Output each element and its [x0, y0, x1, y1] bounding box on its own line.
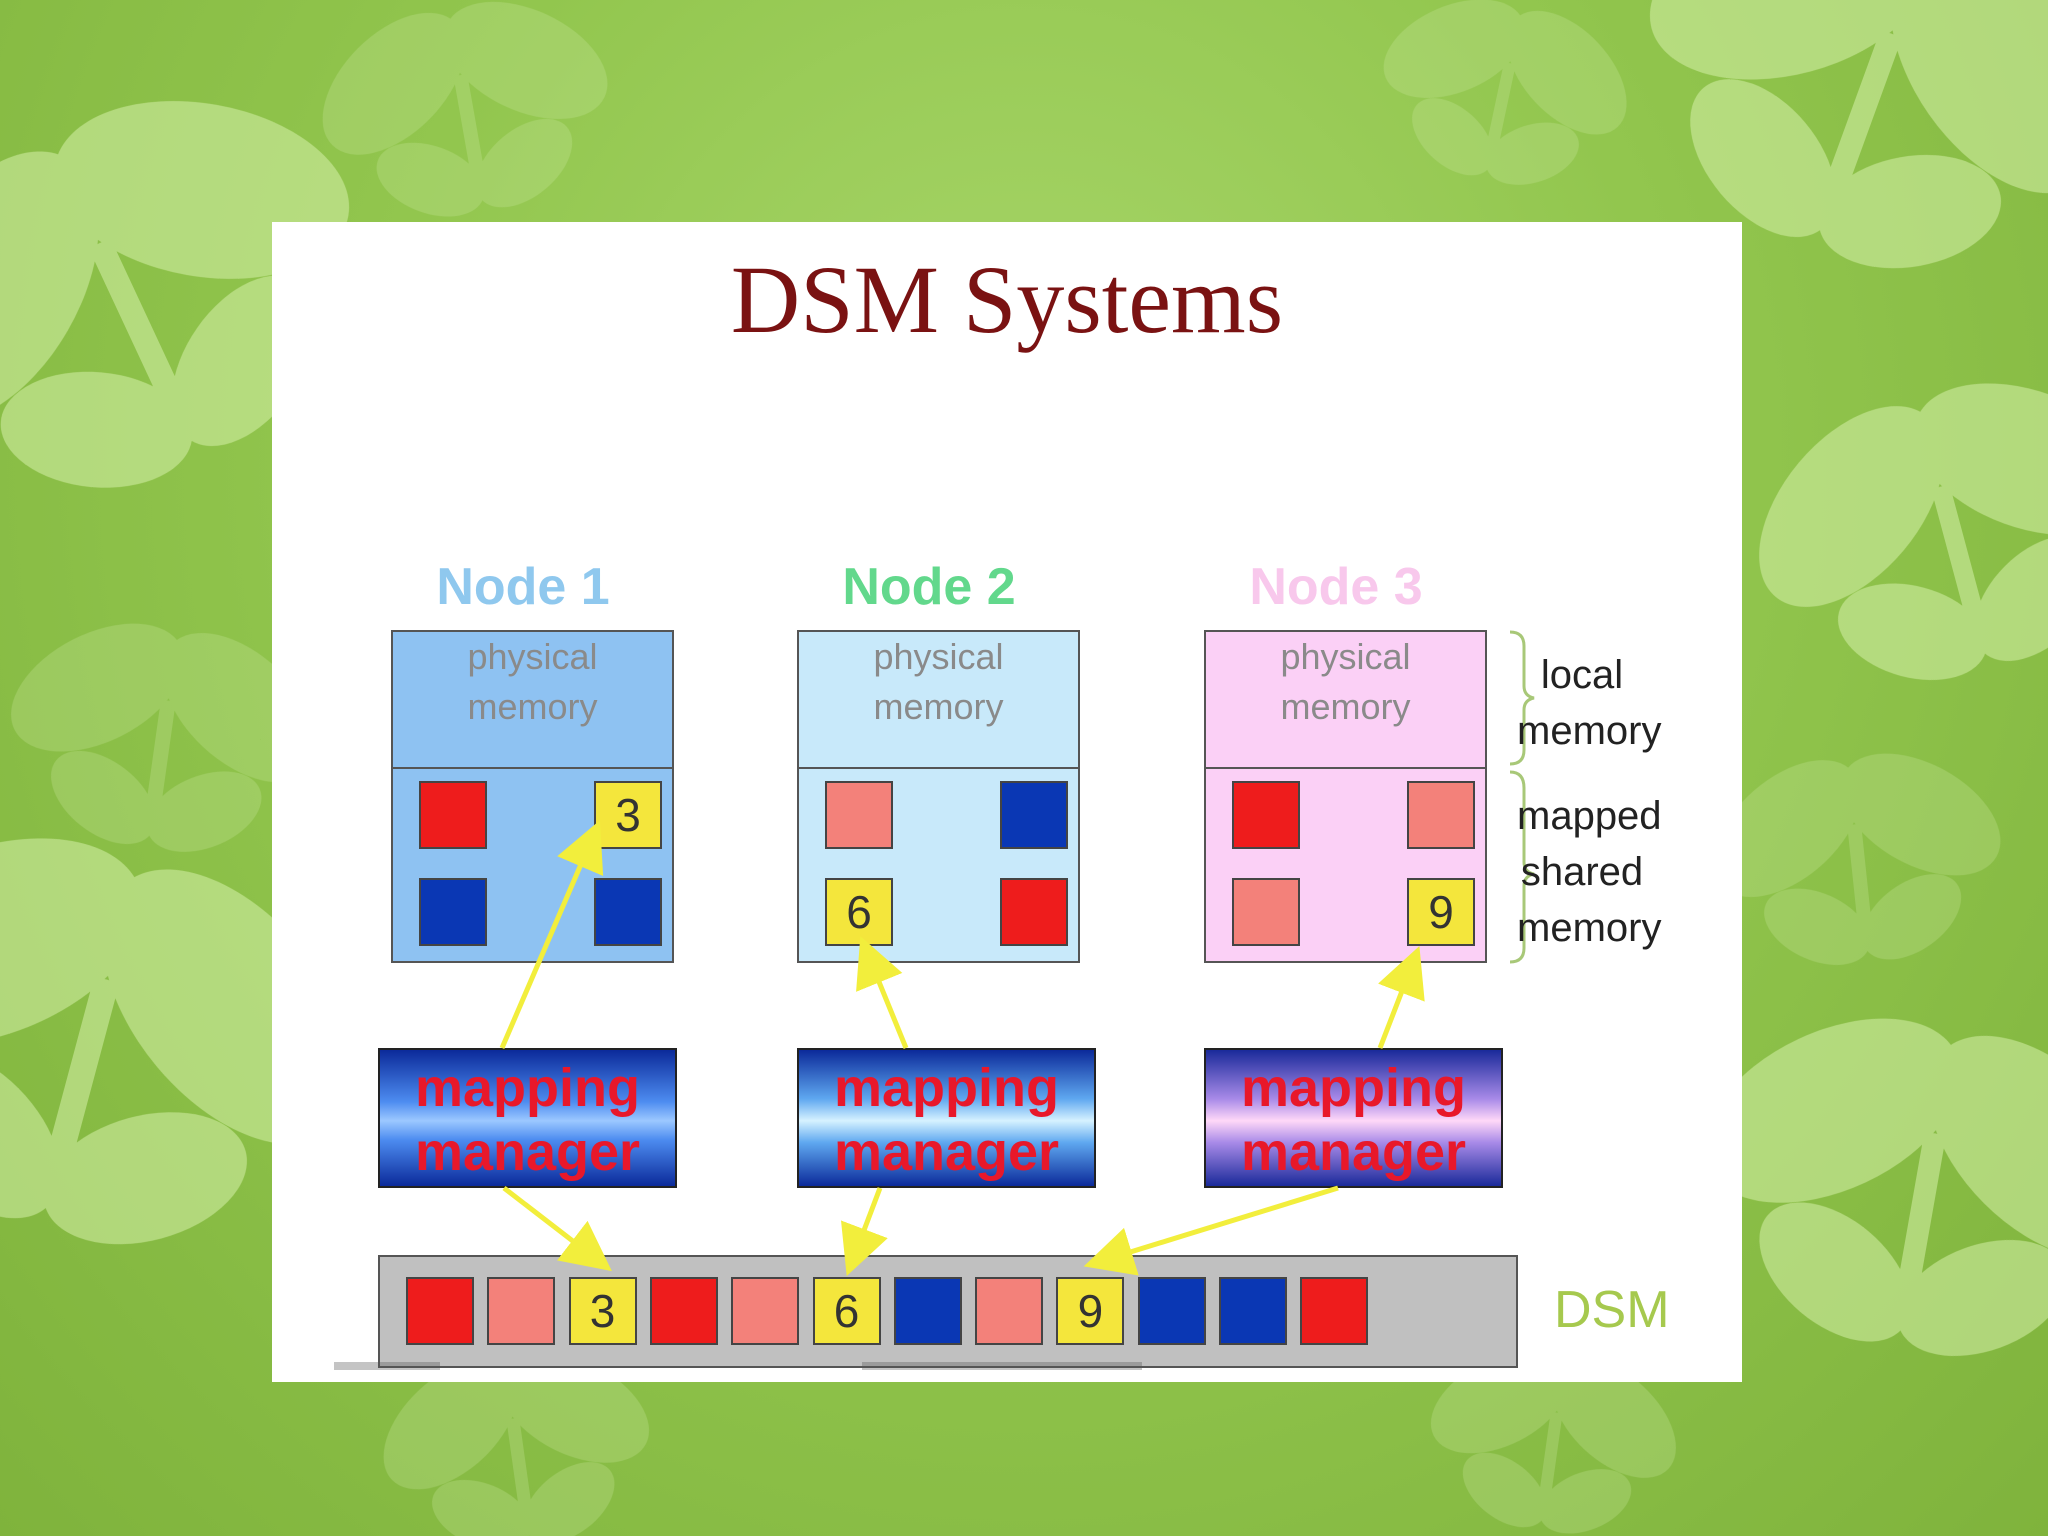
- node-2-label: Node 2: [842, 558, 1016, 616]
- mm-line2: manager: [833, 1122, 1060, 1182]
- physical-memory-label: physical memory: [1206, 632, 1485, 732]
- local-memory-label: local memory: [1517, 647, 1662, 759]
- arrow-mm3-to-node3: [1377, 946, 1425, 1049]
- local-memory-region: physical memory: [393, 632, 672, 769]
- arrow-mm2-to-node2: [856, 936, 909, 1049]
- node-3-label: Node 3: [1249, 558, 1423, 616]
- dsm-memory-bar: 3 6 9: [378, 1255, 1518, 1368]
- mm-line1: mapping: [834, 1058, 1059, 1118]
- mem-label-line1: physical: [467, 636, 598, 677]
- side-label-line: mapped: [1517, 794, 1662, 838]
- dsm-page: [975, 1277, 1044, 1345]
- footer-scrap: [334, 1362, 440, 1370]
- memory-page: [1232, 878, 1300, 946]
- dsm-page: 9: [1056, 1277, 1125, 1345]
- physical-memory-label: physical memory: [393, 632, 672, 732]
- dsm-page: [893, 1277, 962, 1345]
- node-3-memory: physical memory 9: [1204, 630, 1487, 963]
- dsm-page: [649, 1277, 718, 1345]
- memory-page: [825, 781, 893, 849]
- mem-label-line2: memory: [467, 686, 598, 727]
- side-label-line: memory: [1517, 709, 1662, 753]
- mm-line2: manager: [414, 1122, 641, 1182]
- footer-scrap: [862, 1362, 1142, 1370]
- local-memory-region: physical memory: [1206, 632, 1485, 769]
- slide-title: DSM Systems: [730, 246, 1284, 353]
- memory-page: [419, 878, 487, 946]
- mapped-shared-memory-label: mapped shared memory: [1517, 788, 1662, 956]
- memory-page: [1000, 878, 1068, 946]
- dsm-page: [1137, 1277, 1206, 1345]
- mem-label-line2: memory: [1280, 686, 1411, 727]
- mapping-manager-2: mapping manager: [797, 1048, 1096, 1188]
- node-2-memory: physical memory 6: [797, 630, 1080, 963]
- memory-page: 6: [825, 878, 893, 946]
- mem-label-line1: physical: [1280, 636, 1411, 677]
- mm-line2: manager: [1240, 1122, 1467, 1182]
- node-1-label: Node 1: [436, 558, 610, 616]
- memory-page: 9: [1407, 878, 1475, 946]
- dsm-page: [731, 1277, 800, 1345]
- mapping-manager-1: mapping manager: [378, 1048, 677, 1188]
- dsm-label: DSM: [1554, 1281, 1670, 1339]
- memory-page: [1232, 781, 1300, 849]
- arrow-mm2-to-dsm: [841, 1187, 888, 1277]
- dsm-page: [406, 1277, 474, 1345]
- memory-page: 3: [594, 781, 662, 849]
- memory-page: [594, 878, 662, 946]
- memory-page: [1407, 781, 1475, 849]
- arrow-mm1-to-dsm: [502, 1186, 612, 1272]
- dsm-page: [487, 1277, 556, 1345]
- mm-line1: mapping: [1241, 1058, 1466, 1118]
- dsm-page: 3: [568, 1277, 637, 1345]
- side-label-line: shared: [1520, 850, 1644, 894]
- local-memory-region: physical memory: [799, 632, 1078, 769]
- mem-label-line1: physical: [873, 636, 1004, 677]
- mm-line1: mapping: [415, 1058, 640, 1118]
- side-label-line: local: [1540, 653, 1624, 697]
- node-1-memory: physical memory 3: [391, 630, 674, 963]
- memory-page: [1000, 781, 1068, 849]
- mem-label-line2: memory: [873, 686, 1004, 727]
- memory-page: [419, 781, 487, 849]
- arrow-mm3-to-dsm: [1083, 1185, 1339, 1276]
- physical-memory-label: physical memory: [799, 632, 1078, 732]
- dsm-page: 6: [812, 1277, 881, 1345]
- dsm-page: [1300, 1277, 1369, 1345]
- side-label-line: memory: [1517, 906, 1662, 950]
- dsm-page: [1219, 1277, 1287, 1345]
- mapping-manager-3: mapping manager: [1204, 1048, 1503, 1188]
- slide: DSM Systems Node 1 Node 2 Node 3 physica…: [272, 222, 1742, 1382]
